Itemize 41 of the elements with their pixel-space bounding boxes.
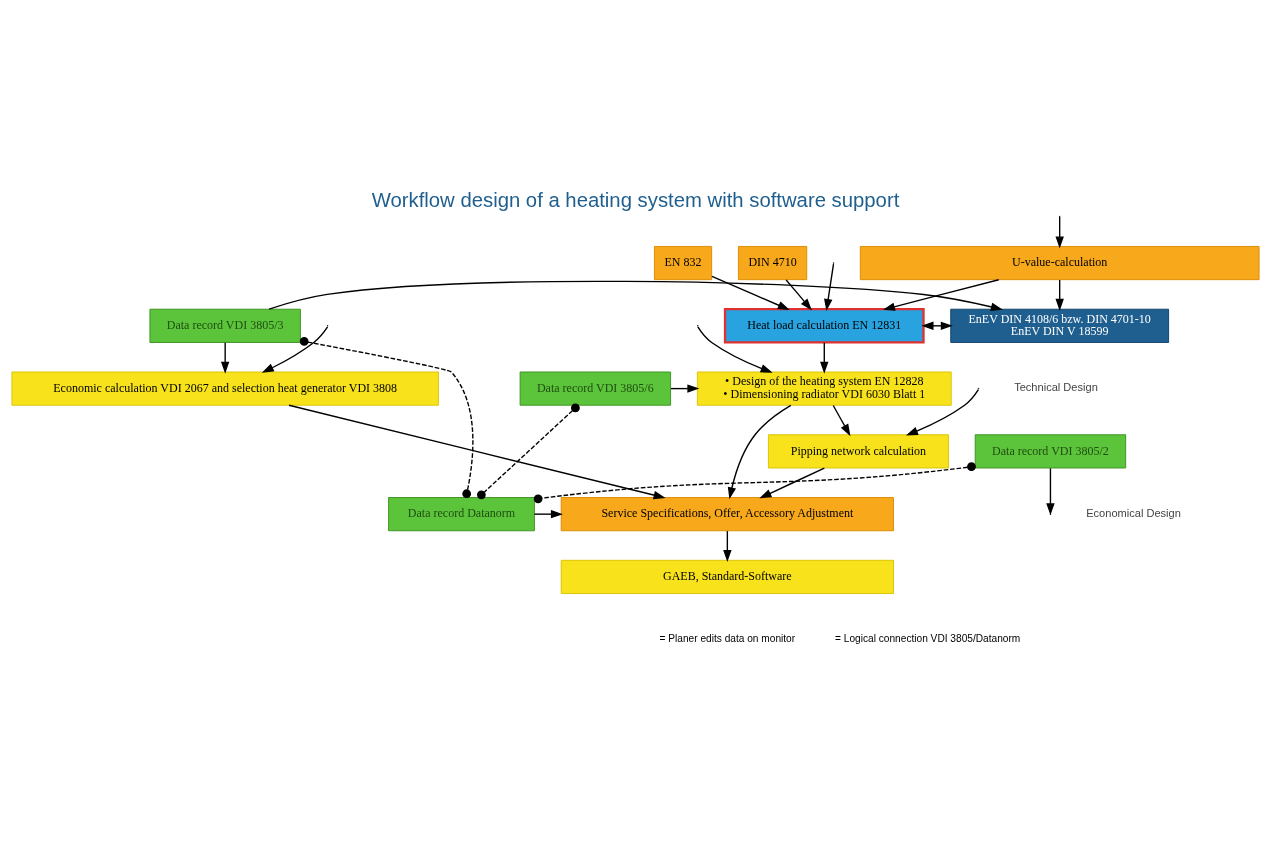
node-box: Data record VDI 3805/3 (149, 308, 301, 343)
label: Economical Design (1086, 507, 1181, 520)
arrow (697, 326, 773, 373)
node-box: EN 832 (653, 246, 713, 281)
arrow (832, 404, 851, 437)
node-box: Pipping network calculation (767, 434, 949, 469)
node-box: Data record VDI 3805/2 (974, 434, 1127, 469)
arrow (1055, 279, 1064, 311)
arrow (220, 342, 230, 374)
arrow (785, 279, 812, 311)
node-box: Data record Datanorm (388, 497, 535, 532)
arrow (882, 279, 1000, 311)
arrow (711, 275, 790, 310)
node-box: EnEV DIN 4108/6 bzw. DIN 4701-10 EnEV DIN V 18599 (950, 308, 1170, 343)
arrow (533, 509, 563, 519)
node-box: Service Specifications, Offer, Accessory Adjustment (560, 497, 894, 532)
connector (533, 462, 976, 504)
node-box: Economic calculation VDI 2067 and selection heat generator VDI 3808 (11, 371, 439, 406)
label: Technical Design (1014, 381, 1098, 394)
arrow (824, 263, 835, 312)
connector (299, 337, 474, 499)
arrow (268, 280, 1003, 311)
arrow (288, 404, 666, 500)
arrow (727, 404, 792, 500)
arrow (921, 321, 953, 331)
node-box: Heat load calculation EN 12831 (723, 308, 925, 344)
node-box: DIN 4710 (737, 246, 808, 281)
arrow (1055, 216, 1064, 249)
legend-label: = Planer edits data on monitor (659, 633, 796, 645)
arrow (723, 530, 732, 562)
node-box: Data record VDI 3805/6 (519, 371, 672, 406)
node-box: GAEB, Standard-Software (560, 559, 894, 594)
arrow (261, 326, 329, 373)
node-box: U-value-calculation (859, 246, 1260, 281)
legend-label: = Logical connection VDI 3805/Datanorm (835, 633, 1021, 645)
diagram-title: Workflow design of a heating system with software support (371, 188, 900, 211)
arrow (820, 342, 829, 374)
connector (477, 403, 580, 500)
node-box: • Design of the heating system EN 12828 • Dimensioning radiator VDI 6030 Blatt 1 (696, 371, 952, 406)
arrow (759, 467, 826, 499)
arrow (905, 388, 980, 436)
